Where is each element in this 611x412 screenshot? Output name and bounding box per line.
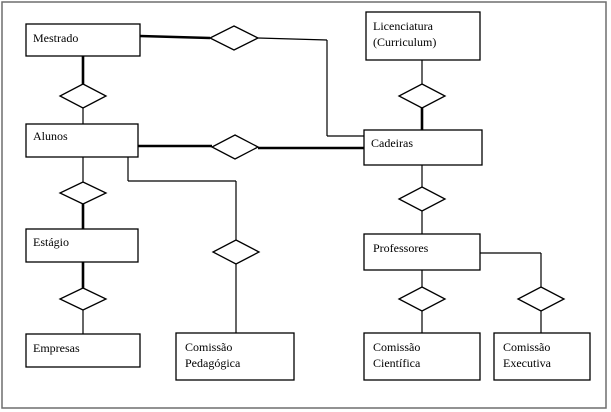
entity-professores-label: Professores	[373, 241, 429, 255]
entity-estagio: Estágio	[25, 228, 139, 263]
entity-comissao-executiva-box	[493, 332, 591, 381]
entity-licenciatura-box	[365, 11, 481, 61]
relationship-cadeiras-professores	[397, 186, 447, 212]
relationship-licenciatura-cadeiras	[397, 83, 447, 109]
entity-empresas: Empresas	[25, 333, 141, 368]
entity-mestrado-box	[25, 23, 141, 57]
entity-empresas-label: Empresas	[33, 341, 80, 355]
relationship-estagio-empresas	[58, 287, 108, 311]
relationship-mestrado-alunos	[58, 83, 108, 109]
entity-comissao-executiva: Comissão Executiva	[493, 332, 591, 381]
entity-cadeiras: Cadeiras	[363, 129, 483, 166]
entity-comissao-pedagogica-box	[175, 332, 295, 381]
entity-mestrado-label: Mestrado	[33, 31, 78, 45]
entity-cadeiras-label: Cadeiras	[371, 136, 413, 150]
relationship-professores-comissao-executiva	[516, 286, 566, 312]
entity-cadeiras-box	[363, 129, 483, 166]
entity-comissao-cientifica: Comissão Científica	[363, 332, 481, 381]
entity-comissao-cientifica-box	[363, 332, 481, 381]
entity-comissao-cientifica-label-line2: Científica	[373, 356, 421, 370]
entity-comissao-pedagogica-label-line1: Comissão	[185, 340, 232, 354]
entity-alunos-label: Alunos	[33, 129, 68, 143]
relationship-professores-comissao-cientifica	[397, 286, 447, 312]
entity-comissao-executiva-label-line2: Executiva	[503, 356, 552, 370]
entity-alunos-box	[25, 123, 139, 158]
entity-comissao-cientifica-label-line1: Comissão	[373, 340, 420, 354]
relationship-alunos-estagio	[58, 181, 108, 205]
entity-licenciatura-label-line1: Licenciatura	[373, 19, 434, 33]
entity-empresas-box	[25, 333, 141, 368]
entity-estagio-label: Estágio	[33, 235, 69, 249]
entity-alunos: Alunos	[25, 123, 139, 158]
relationship-alunos-cadeiras	[210, 134, 260, 160]
entity-comissao-pedagogica: Comissão Pedagógica	[175, 332, 295, 381]
entity-licenciatura-label-line2: (Curriculum)	[373, 35, 436, 49]
entity-professores-box	[363, 233, 481, 271]
entity-mestrado: Mestrado	[25, 23, 141, 57]
relationship-alunos-comissao-pedagogica	[211, 239, 261, 265]
link-rel-corner	[257, 37, 328, 41]
entity-estagio-box	[25, 228, 139, 263]
entity-professores: Professores	[363, 233, 481, 271]
link-mestrado-rel	[139, 34, 211, 40]
relationship-mestrado-cadeiras	[208, 25, 260, 51]
entity-comissao-executiva-label-line1: Comissão	[503, 340, 550, 354]
entity-comissao-pedagogica-label-line2: Pedagógica	[185, 356, 241, 370]
entity-licenciatura: Licenciatura (Curriculum)	[365, 11, 481, 61]
